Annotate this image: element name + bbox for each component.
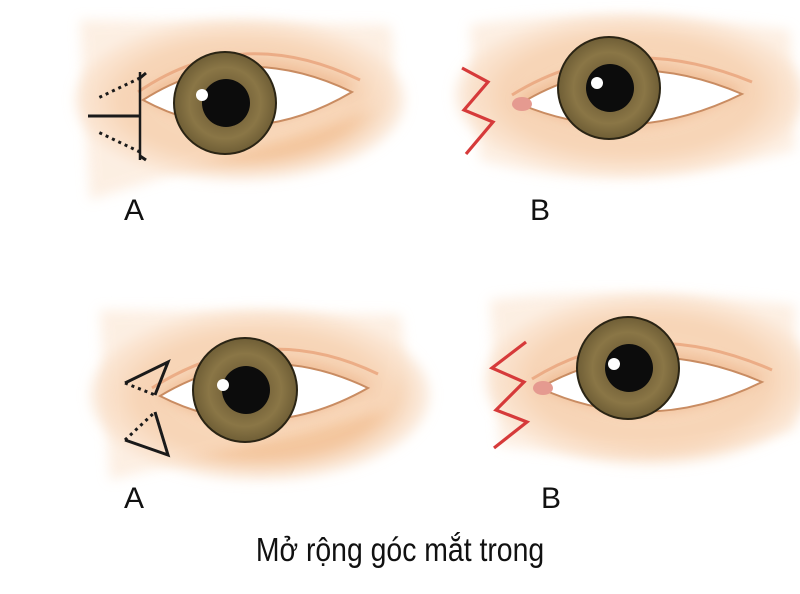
panel-label-b-top: B [530,194,551,227]
caruncle [533,381,553,395]
pupil [605,344,653,392]
zigzag-incision-b1 [461,66,496,156]
pupil [222,366,270,414]
eye-panel-bottom-right [485,293,800,465]
pupil [202,79,250,127]
pupil-highlight [608,358,620,370]
panel-label-a-top: A [124,194,145,227]
eye-panel-top-right [455,15,800,178]
panel-label-b-bottom: B [541,482,562,515]
eye-panel-top-left [75,20,405,200]
panel-label-a-bottom: A [124,482,145,515]
incision-markings-a2 [123,358,171,458]
incision-markings-a1 [88,71,147,162]
pupil-highlight [217,379,229,391]
zigzag-incision-b2 [488,340,531,450]
caruncle [512,97,532,111]
pupil-highlight [591,77,603,89]
pupil [586,64,634,112]
eye-panel-bottom-left [90,310,430,480]
figure-caption: Mở rộng góc mắt trong [255,531,545,568]
pupil-highlight [196,89,208,101]
